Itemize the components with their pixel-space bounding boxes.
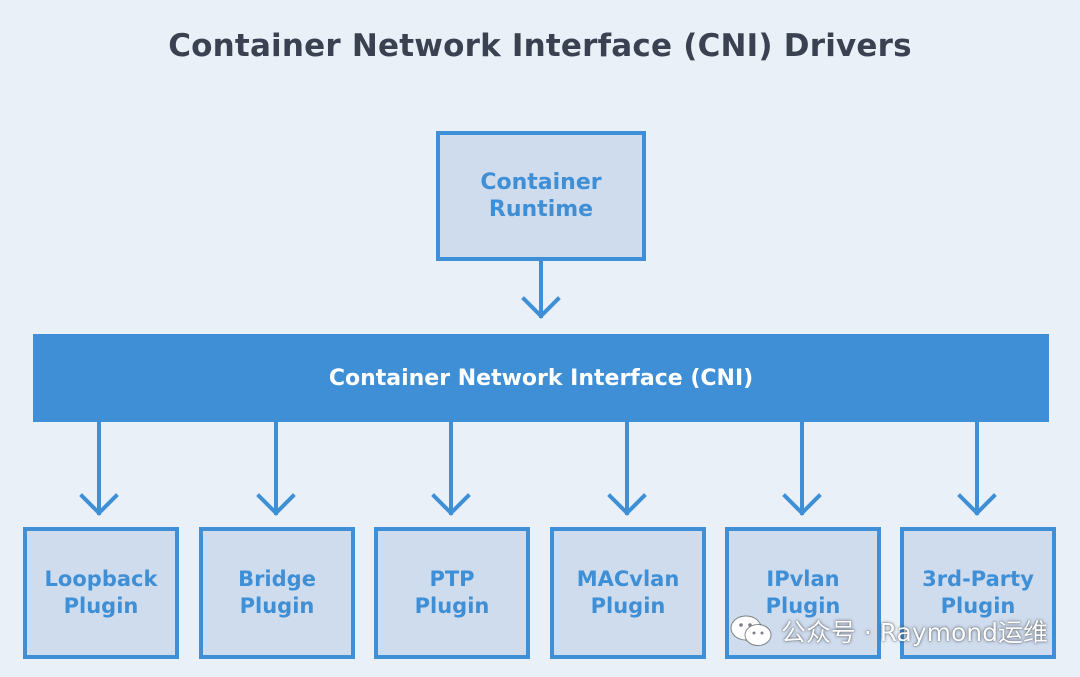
cni-to-bridge-arrow [256,420,296,516]
cni-to-3rd-party-arrow [957,420,997,516]
runtime-label-line1: Container [480,169,602,195]
container-runtime-box: Container Runtime [436,131,646,261]
plugin-label-line2: Plugin [239,594,315,618]
runtime-label-line2: Runtime [488,197,594,222]
plugin-ipvlan: IPvlan Plugin [725,527,881,659]
plugin-label-line1: Bridge [238,566,316,591]
plugin-label-line2: Plugin [590,594,666,618]
cni-bar: Container Network Interface (CNI) [33,334,1049,422]
plugin-label-line1: PTP [429,566,475,591]
runtime-to-cni-arrow [521,259,561,319]
watermark: 公众号 · Raymond运维 [729,613,1048,649]
plugin-ptp: PTP Plugin [374,527,530,659]
cni-to-ptp-arrow [431,420,471,516]
plugin-label-line2: Plugin [940,594,1016,618]
plugin-label-line2: Plugin [414,594,490,618]
plugin-label-line1: IPvlan [766,566,840,591]
plugin-3rd-party: 3rd-Party Plugin [900,527,1056,659]
cni-to-macvlan-arrow [607,420,647,516]
plugin-label-line1: Loopback [44,566,158,591]
cni-bar-label: Container Network Interface (CNI) [328,365,754,391]
cni-to-ipvlan-arrow [782,420,822,516]
cni-to-loopback-arrow [79,420,119,516]
plugin-loopback: Loopback Plugin [23,527,179,659]
plugin-bridge: Bridge Plugin [199,527,355,659]
diagram-title: Container Network Interface (CNI) Driver… [168,28,912,64]
plugin-label-line2: Plugin [63,594,139,618]
wechat-icon [730,615,772,646]
plugin-label-line1: 3rd-Party [922,566,1034,591]
plugin-label-line1: MACvlan [576,566,680,591]
plugin-label-line2: Plugin [765,594,841,618]
plugin-macvlan: MACvlan Plugin [550,527,706,659]
watermark-text: 公众号 · Raymond运维 [780,618,1048,647]
